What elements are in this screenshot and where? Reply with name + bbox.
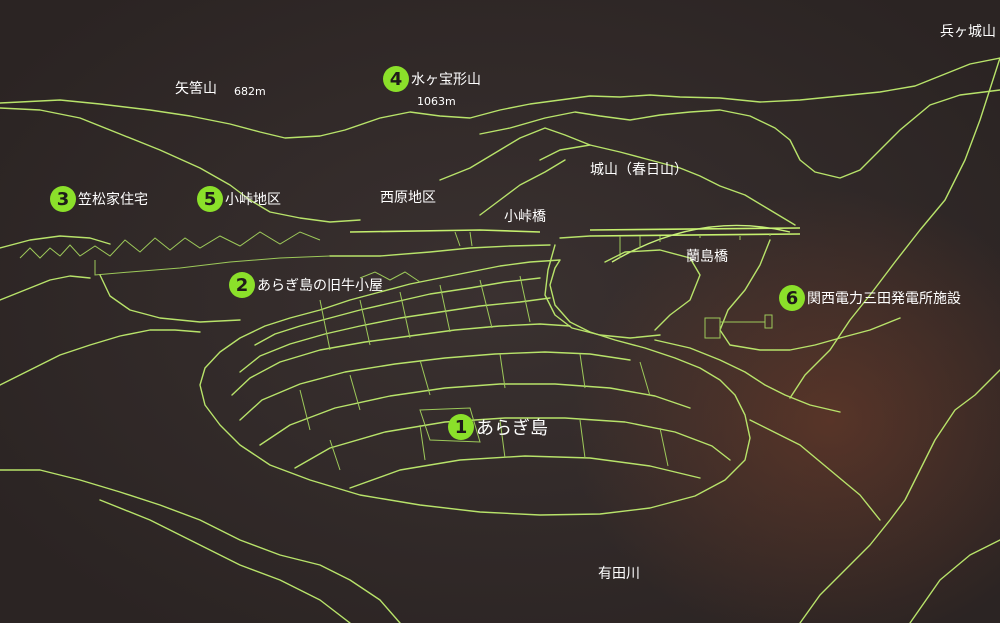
- marker-number: 1: [448, 414, 474, 440]
- label-kotaoge-bridge: 小峠橋: [504, 209, 546, 225]
- marker-label: 小峠地区: [225, 192, 281, 208]
- marker-6: 6 関西電力三田発電所施設: [779, 285, 961, 311]
- label-nishihara: 西原地区: [380, 190, 436, 206]
- marker-number: 4: [383, 66, 409, 92]
- marker-4: 4 水ヶ宝形山: [383, 66, 481, 92]
- marker-label: 関西電力三田発電所施設: [807, 291, 961, 307]
- marker-number: 2: [229, 272, 255, 298]
- label-aridagawa: 有田川: [598, 566, 640, 582]
- marker-3: 3 笠松家住宅: [50, 186, 148, 212]
- label-ranto-bridge: 蘭島橋: [686, 249, 728, 265]
- marker-1: 1 あらぎ島: [448, 414, 548, 440]
- marker-number: 6: [779, 285, 805, 311]
- marker-2: 2 あらぎ島の旧牛小屋: [229, 272, 383, 298]
- marker-label: あらぎ島の旧牛小屋: [257, 278, 383, 294]
- marker-number: 5: [197, 186, 223, 212]
- marker-5: 5 小峠地区: [197, 186, 281, 212]
- label-shiroyama: 城山（春日山）: [590, 162, 688, 178]
- marker-label: 笠松家住宅: [78, 192, 148, 208]
- label-yahazuyama-elevation: 682m: [234, 85, 266, 98]
- marker-label: あらぎ島: [476, 418, 548, 439]
- label-yahazuyama: 矢筈山: [175, 81, 217, 97]
- marker-label: 水ヶ宝形山: [411, 72, 481, 88]
- label-mizugahogyo-elevation: 1063m: [417, 95, 456, 108]
- marker-number: 3: [50, 186, 76, 212]
- label-hyogojoyama: 兵ヶ城山: [940, 24, 996, 40]
